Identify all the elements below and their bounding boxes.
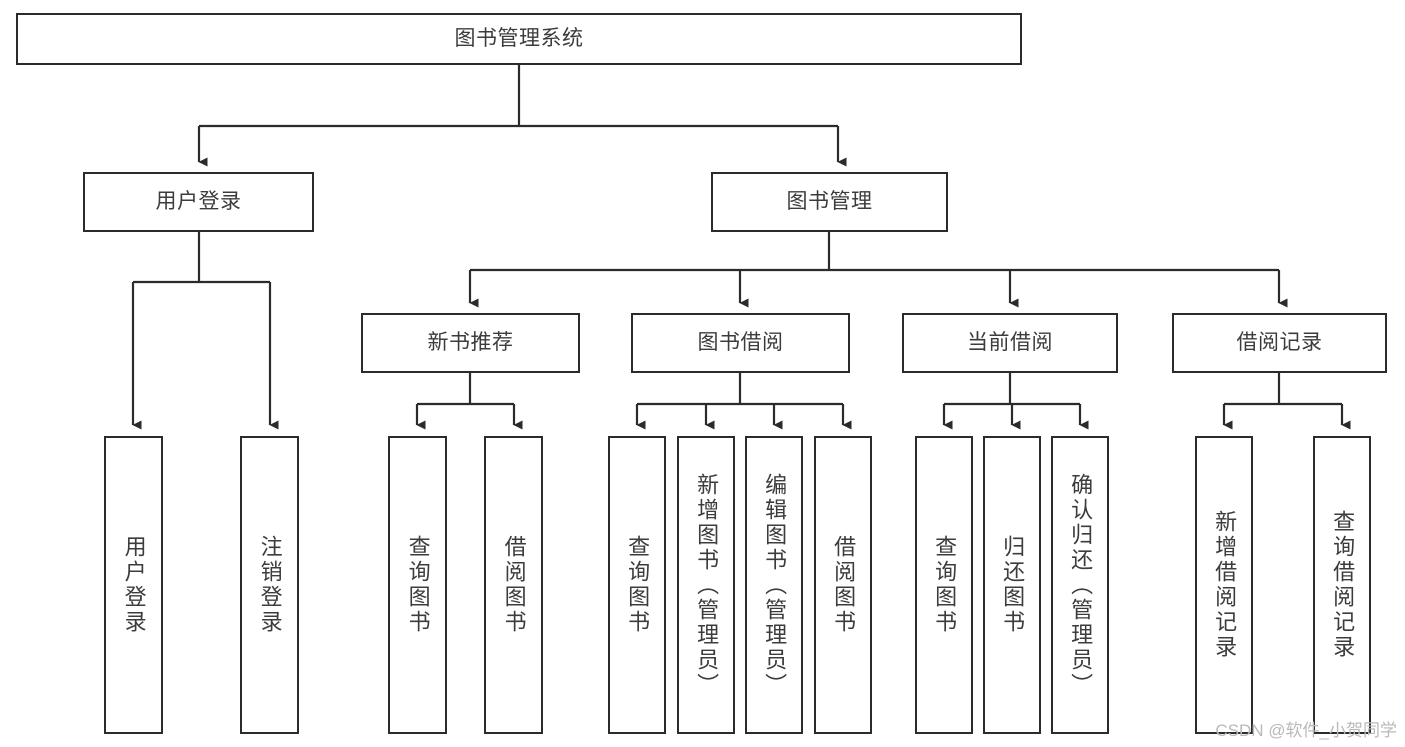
leaf-book-borrow-query-book[interactable]: 查询图书 bbox=[608, 436, 666, 734]
node-label: 注销登录 bbox=[257, 535, 283, 635]
leaf-book-borrow-edit-book-admin[interactable]: 编辑图书（管理员） bbox=[745, 436, 803, 734]
node-label: 确认归还（管理员） bbox=[1068, 472, 1094, 698]
leaf-borrow-record-add-record[interactable]: 新增借阅记录 bbox=[1195, 436, 1253, 734]
node-label: 新书推荐 bbox=[427, 330, 514, 354]
leaf-current-borrow-query-book[interactable]: 查询图书 bbox=[915, 436, 973, 734]
node-label: 当前借阅 bbox=[967, 330, 1053, 354]
node-label: 查询借阅记录 bbox=[1330, 510, 1356, 660]
leaf-current-borrow-confirm-return-admin[interactable]: 确认归还（管理员） bbox=[1051, 436, 1109, 734]
leaf-new-book-borrow-book[interactable]: 借阅图书 bbox=[484, 436, 543, 734]
node-current-borrow[interactable]: 当前借阅 bbox=[902, 313, 1118, 373]
leaf-new-book-query-book[interactable]: 查询图书 bbox=[388, 436, 447, 734]
node-label: 归还图书 bbox=[1000, 535, 1026, 635]
watermark-text: CSDN @软件_小贺同学 bbox=[1215, 721, 1397, 740]
node-book-borrow[interactable]: 图书借阅 bbox=[631, 313, 850, 373]
node-root-book-management-system[interactable]: 图书管理系统 bbox=[16, 13, 1022, 65]
node-borrow-record[interactable]: 借阅记录 bbox=[1172, 313, 1387, 373]
leaf-borrow-record-query-record[interactable]: 查询借阅记录 bbox=[1313, 436, 1371, 734]
node-label: 用户登录 bbox=[121, 535, 147, 635]
node-label: 查询图书 bbox=[625, 535, 651, 635]
node-label: 借阅图书 bbox=[831, 535, 857, 635]
node-label: 新增图书（管理员） bbox=[694, 472, 720, 698]
node-user-login[interactable]: 用户登录 bbox=[83, 172, 314, 232]
node-label: 图书管理系统 bbox=[454, 26, 584, 50]
leaf-user-login-login[interactable]: 用户登录 bbox=[104, 436, 163, 734]
leaf-user-login-logout[interactable]: 注销登录 bbox=[240, 436, 299, 734]
leaf-book-borrow-borrow-book[interactable]: 借阅图书 bbox=[814, 436, 872, 734]
node-label: 借阅记录 bbox=[1236, 330, 1323, 354]
node-book-management[interactable]: 图书管理 bbox=[711, 172, 948, 232]
node-label: 用户登录 bbox=[155, 189, 242, 213]
leaf-current-borrow-return-book[interactable]: 归还图书 bbox=[983, 436, 1041, 734]
node-label: 查询图书 bbox=[932, 535, 958, 635]
node-new-book-recommend[interactable]: 新书推荐 bbox=[361, 313, 580, 373]
node-label: 图书管理 bbox=[786, 189, 873, 213]
node-label: 借阅图书 bbox=[501, 535, 527, 635]
node-label: 新增借阅记录 bbox=[1212, 510, 1238, 660]
node-label: 查询图书 bbox=[405, 535, 431, 635]
node-label: 图书借阅 bbox=[697, 330, 784, 354]
leaf-book-borrow-add-book-admin[interactable]: 新增图书（管理员） bbox=[677, 436, 735, 734]
node-label: 编辑图书（管理员） bbox=[762, 472, 788, 698]
